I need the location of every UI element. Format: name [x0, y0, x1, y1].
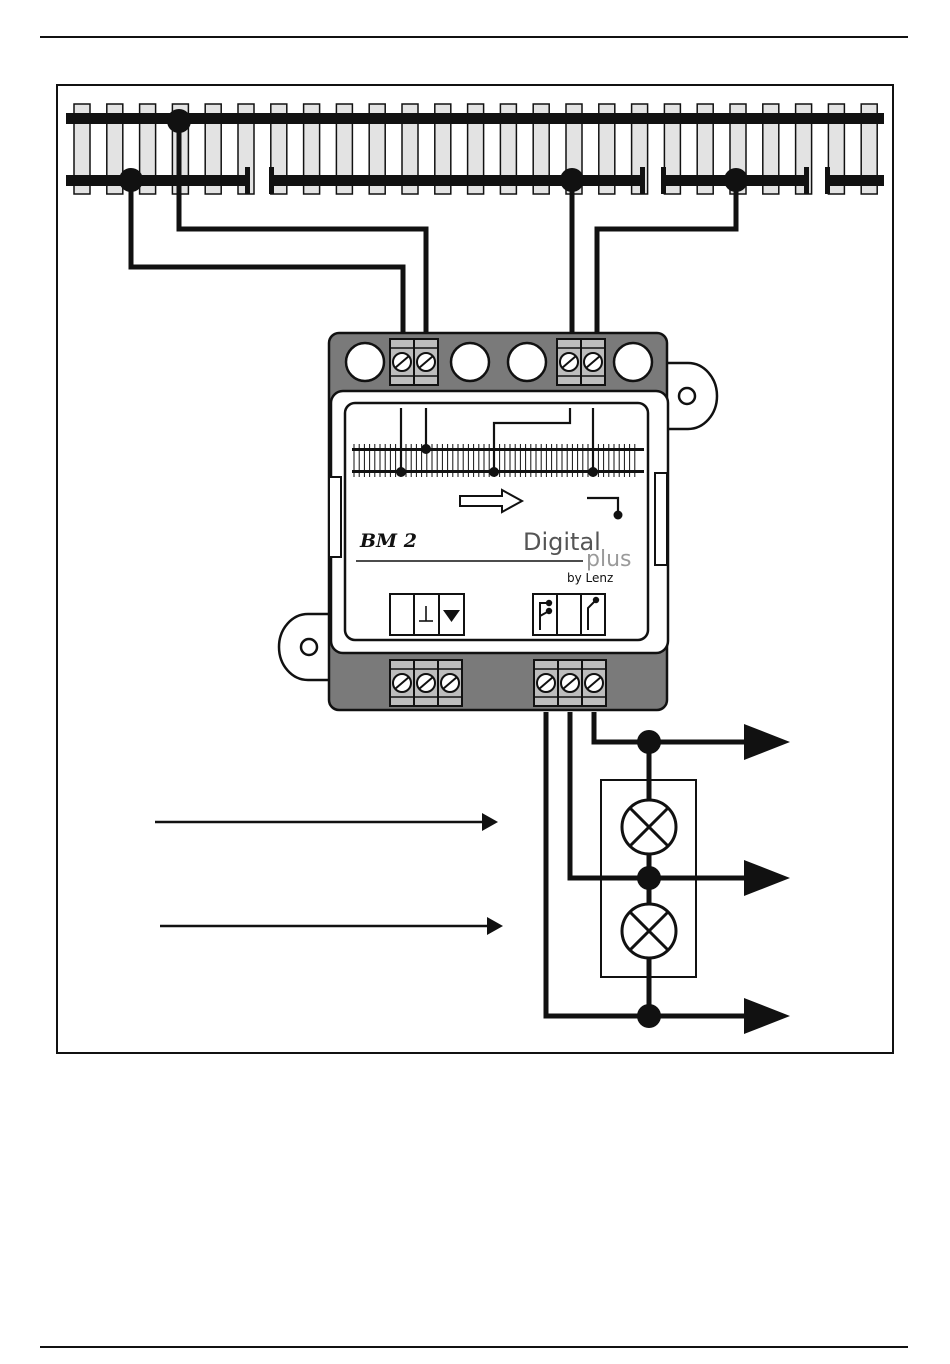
rail-bottom-segment-1	[66, 175, 248, 186]
label-dot	[588, 467, 598, 477]
output-arrowhead	[744, 724, 790, 760]
brand-by-lenz: by Lenz	[567, 571, 613, 585]
rail-bottom-segment-2	[270, 175, 645, 186]
junction-dot	[637, 866, 661, 890]
rail-gap-cap	[640, 167, 645, 194]
rail-gap-cap	[804, 167, 809, 194]
bm2-module: BM 2 Digital plus by Lenz	[279, 333, 717, 710]
rail-gap-cap	[269, 167, 274, 194]
output-arrowhead	[744, 998, 790, 1034]
terminal-hole	[614, 343, 652, 381]
mounting-hole	[301, 639, 317, 655]
junction-dot	[637, 730, 661, 754]
mounting-hole	[679, 388, 695, 404]
label-dot	[421, 444, 431, 454]
rail-bottom-segment-4	[826, 175, 884, 186]
label-rail	[352, 448, 644, 451]
terminal-block-top-left	[390, 339, 438, 385]
track	[66, 104, 884, 194]
terminal-block-top-right	[557, 339, 605, 385]
module-name: BM 2	[359, 530, 417, 552]
output-wires	[546, 712, 750, 1016]
lamp-icon	[622, 800, 676, 854]
rail-gap-cap	[661, 167, 666, 194]
label-dot	[489, 467, 499, 477]
cover-tab-left	[329, 477, 341, 557]
signal-dot	[546, 608, 552, 614]
rail-gap-cap	[245, 167, 250, 194]
brand-plus: plus	[586, 547, 631, 572]
terminal-block-bottom-left	[390, 660, 462, 706]
cover-tab-right	[655, 473, 667, 565]
junction-dot	[637, 1004, 661, 1028]
terminal-hole	[346, 343, 384, 381]
terminal-hole	[451, 343, 489, 381]
terminal-block-bottom-right	[534, 660, 606, 706]
terminal-hole	[508, 343, 546, 381]
lamp-icon	[622, 904, 676, 958]
label-dot	[396, 467, 406, 477]
signal-dot	[593, 597, 599, 603]
input-arrow-upper	[155, 813, 498, 831]
output-arrowhead	[744, 860, 790, 896]
rail-gap-cap	[825, 167, 830, 194]
signal-dot	[546, 600, 552, 606]
input-arrow-lower	[160, 917, 503, 935]
contact-dot	[614, 511, 623, 520]
